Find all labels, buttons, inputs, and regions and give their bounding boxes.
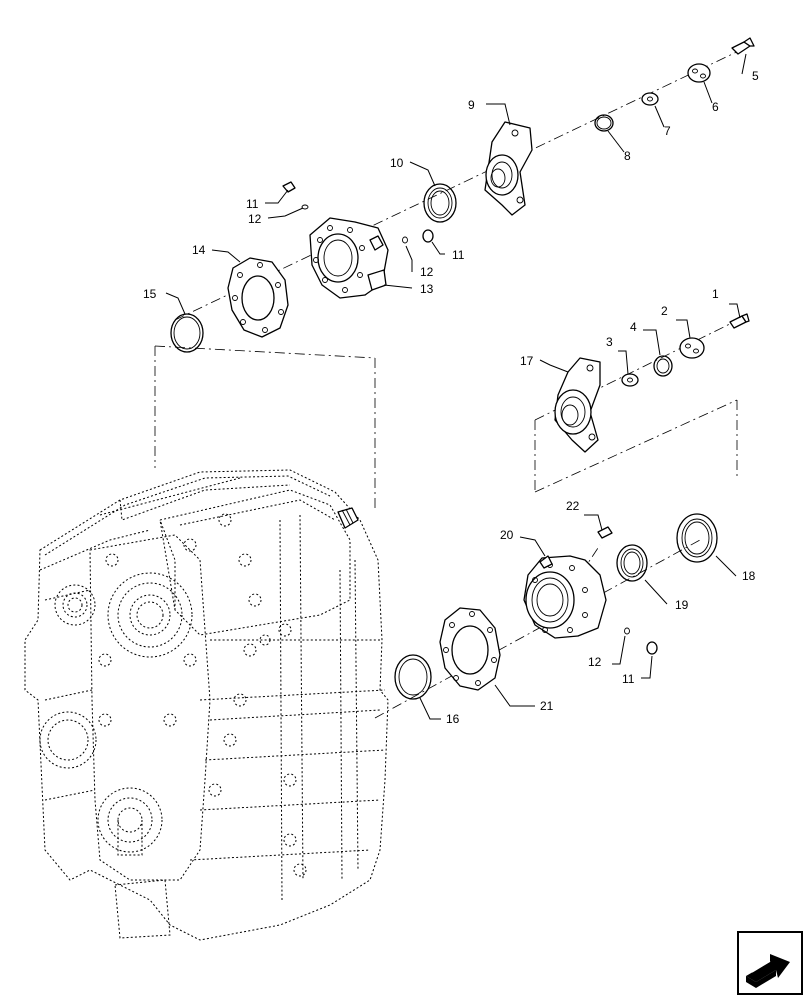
callout-11-mid: 11: [452, 248, 465, 262]
callout-18: 18: [742, 569, 756, 583]
callout-3: 3: [606, 335, 613, 349]
callout-5: 5: [752, 69, 759, 83]
part-12-washer-upper-right: [402, 236, 408, 244]
part-2-washer-plate: [679, 337, 705, 359]
callout-20: 20: [500, 528, 514, 542]
part-14-gasket: [227, 257, 289, 338]
part-12-washer-upper-left: [301, 204, 309, 210]
callout-10: 10: [390, 156, 404, 170]
callout-17: 17: [520, 354, 534, 368]
callout-2: 2: [661, 304, 668, 318]
part-4-o-ring: [653, 355, 673, 377]
part-19-seal: [616, 544, 648, 582]
callout-leaders: [165, 53, 747, 720]
part-8-seal-ring: [594, 114, 614, 132]
part-11-plug-upper-left: [282, 181, 296, 193]
callout-21: 21: [540, 699, 554, 713]
transmission-housing: [24, 469, 389, 941]
callout-12-mid: 12: [420, 265, 434, 279]
part-6-washer-plate: [687, 63, 711, 83]
callout-11-lower: 11: [622, 672, 635, 686]
callout-19: 19: [675, 598, 689, 612]
next-page-arrow-icon[interactable]: [737, 931, 803, 995]
callout-6: 6: [712, 100, 719, 114]
input-shaft-stub: [337, 507, 359, 529]
callout-9: 9: [468, 98, 475, 112]
part-7-lock-washer: [641, 92, 659, 106]
callout-22: 22: [566, 499, 580, 513]
callout-8: 8: [624, 149, 631, 163]
callout-1: 1: [712, 287, 719, 301]
part-20-bearing-housing: [523, 555, 607, 639]
callout-15: 15: [143, 287, 157, 301]
callout-13: 13: [420, 282, 434, 296]
part-16-o-ring: [394, 654, 432, 700]
callout-12-upper: 12: [248, 212, 262, 226]
callout-4: 4: [630, 320, 637, 334]
callout-7: 7: [664, 124, 671, 138]
part-22-bolt: [597, 526, 613, 539]
part-17-flange: [554, 357, 601, 453]
part-13-housing-cover: [309, 217, 389, 299]
part-1-bolt: [729, 313, 750, 329]
callout-12-lower: 12: [588, 655, 602, 669]
callout-numbers: 5 6 7 8 9 10 11 12 14 12 11 13 15 1 2 4 …: [143, 69, 759, 726]
housing-bolt-bosses: [98, 513, 307, 877]
callout-16: 16: [446, 712, 460, 726]
part-21-gasket: [439, 607, 501, 691]
part-10-seal: [423, 183, 457, 223]
part-11-plug-upper-right: [422, 229, 434, 243]
part-11-plug-lower: [646, 641, 658, 655]
part-18-seal: [676, 513, 718, 563]
callout-11-upper: 11: [246, 197, 259, 211]
part-12-washer-lower: [624, 627, 630, 635]
part-15-o-ring: [170, 313, 204, 353]
part-9-flange: [484, 121, 533, 216]
part-5-bolt: [731, 37, 755, 55]
callout-14: 14: [192, 243, 206, 257]
part-3-lock-washer: [621, 373, 639, 387]
